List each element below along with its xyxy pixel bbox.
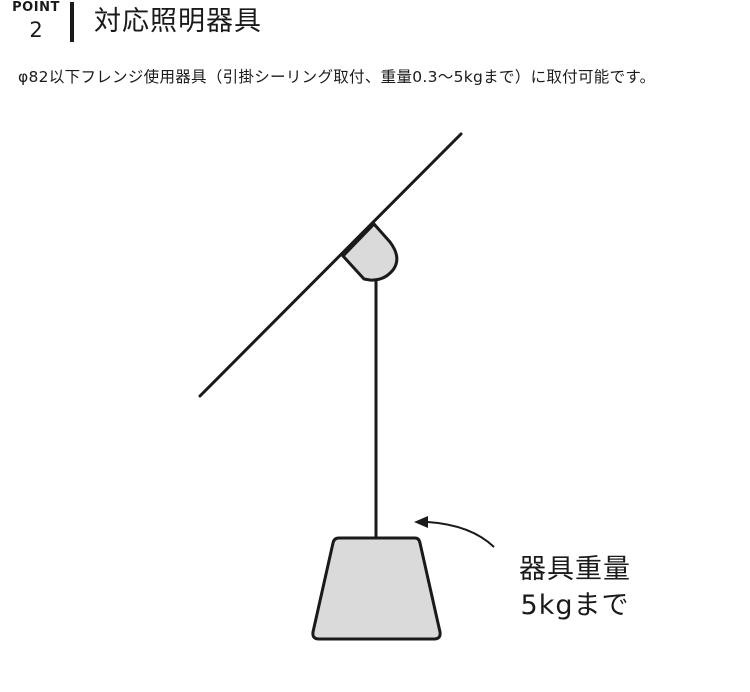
annotation-line1: 器具重量 <box>519 554 631 585</box>
lamp-shade <box>311 536 442 641</box>
description-text: φ82以下フレンジ使用器具（引掛シーリング取付、重量0.3〜5kgまで）に取付可… <box>18 68 656 86</box>
point-number: 2 <box>29 18 43 42</box>
annotation-arrow-line <box>427 521 495 548</box>
annotation-line2: 5kgまで <box>520 590 630 621</box>
title-divider <box>70 2 74 42</box>
annotation-arrow-head <box>414 516 428 528</box>
ceiling-mount <box>341 222 399 282</box>
point-badge: POINT 2 <box>8 0 64 43</box>
ceiling-line <box>198 132 463 398</box>
weight-annotation: 器具重量 5kgまで <box>490 552 660 624</box>
section-title: 対応照明器具 <box>94 6 262 37</box>
point-label: POINT <box>12 0 60 15</box>
